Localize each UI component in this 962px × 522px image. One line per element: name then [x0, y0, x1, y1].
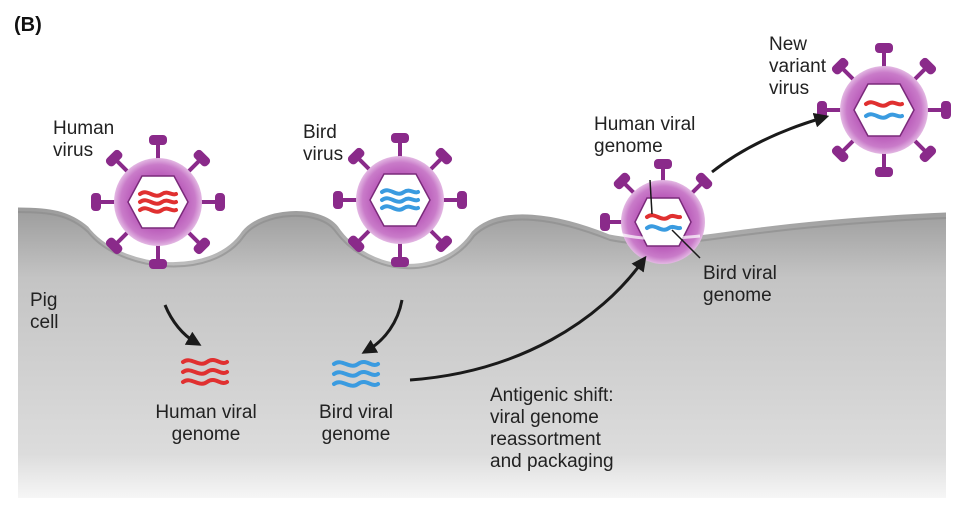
label-human-viral-genome: Human viral genome [155, 402, 257, 445]
label-human-viral-genome-inside: Human viral genome [594, 114, 696, 157]
label-pig-cell: Pig cell [30, 290, 59, 333]
human-virus [91, 135, 225, 269]
label-bird-viral-genome-inside: Bird viral genome [703, 263, 777, 306]
new-variant-virus [817, 43, 951, 177]
arrow-release [711, 112, 830, 174]
human-genome-free [181, 358, 229, 386]
panel-label: (B) [14, 14, 42, 36]
label-bird-virus: Bird virus [303, 122, 344, 165]
arrow-reassortment [409, 255, 647, 382]
bird-genome-free [332, 360, 380, 388]
arrow-bird-uncoat [361, 299, 404, 354]
label-human-virus: Human virus [53, 118, 115, 161]
label-antigenic-shift: Antigenic shift: viral genome reassortme… [490, 385, 614, 472]
label-new-variant-virus: New variant virus [769, 34, 827, 99]
label-bird-viral-genome: Bird viral genome [319, 402, 393, 445]
bird-virus [333, 133, 467, 267]
leader-human-genome [649, 179, 653, 215]
pig-cell [18, 205, 946, 498]
leader-bird-genome [671, 229, 701, 259]
arrow-human-uncoat [163, 304, 202, 346]
cell-membrane [17, 202, 947, 264]
